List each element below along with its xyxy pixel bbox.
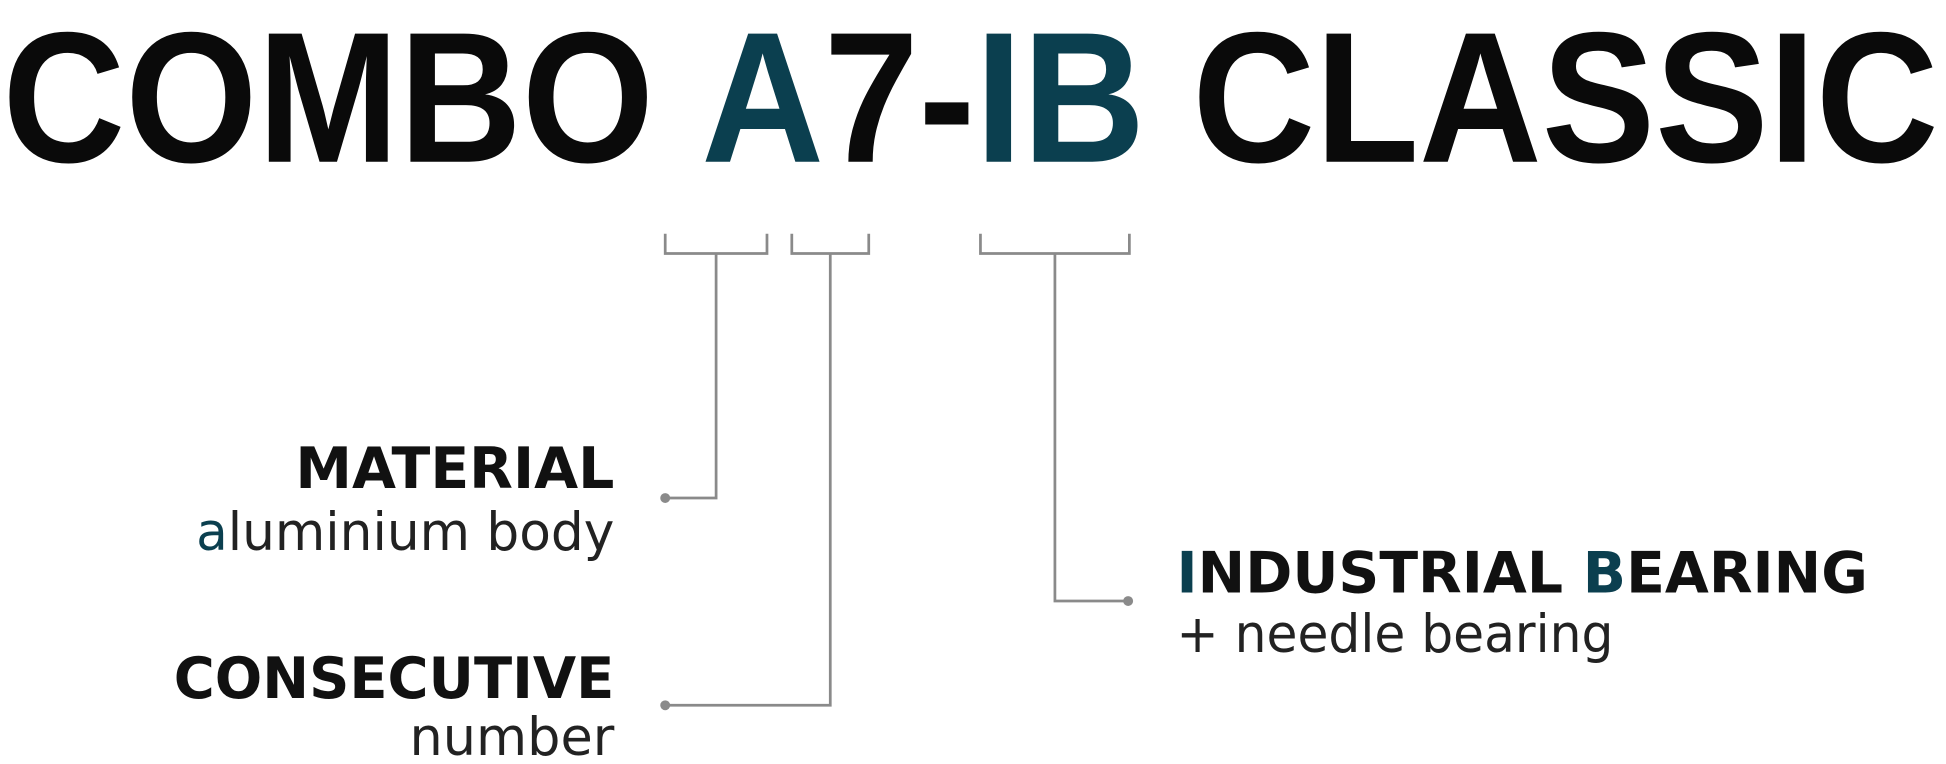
- bearing-accent-i: I: [1177, 540, 1198, 606]
- bearing-description: + needle bearing: [1177, 605, 1614, 665]
- material-description: aluminium body: [196, 503, 614, 563]
- product-title: COMBO A7-IB CLASSIC: [2, 0, 1938, 202]
- bearing-accent-b: B: [1583, 540, 1626, 606]
- bracket-bearing: [979, 233, 1134, 607]
- title-number-code: 7-: [824, 0, 975, 202]
- title-combo: COMBO: [2, 0, 701, 202]
- bearing-heading-part: NDUSTRIAL: [1198, 540, 1583, 606]
- bracket-material: [660, 233, 769, 504]
- bearing-heading-part: EARING: [1626, 540, 1868, 606]
- title-bearing-code: IB: [975, 0, 1145, 202]
- material-heading: MATERIAL: [295, 436, 614, 502]
- material-description-rest: luminium body: [228, 503, 615, 563]
- bracket-number: [660, 233, 871, 711]
- bearing-heading: INDUSTRIAL BEARING: [1177, 540, 1868, 606]
- consecutive-heading: CONSECUTIVE: [174, 646, 615, 712]
- material-accent-letter: a: [196, 503, 228, 563]
- title-classic: CLASSIC: [1145, 0, 1938, 202]
- consecutive-description: number: [410, 708, 615, 764]
- title-material-code: A: [701, 0, 824, 202]
